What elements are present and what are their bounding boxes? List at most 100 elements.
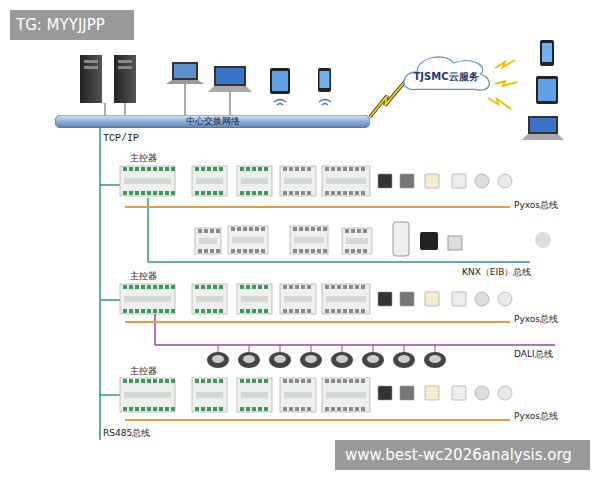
- downlight: [305, 355, 317, 363]
- device-part: [311, 249, 315, 253]
- device-part: [301, 309, 305, 313]
- device-part: [153, 407, 157, 411]
- downlight: [331, 352, 353, 368]
- device-part: [351, 229, 355, 233]
- device-part: [171, 379, 175, 383]
- device-part: [325, 191, 329, 195]
- device-part: [159, 407, 163, 411]
- device-part: [219, 309, 223, 313]
- device-part: [351, 249, 355, 253]
- device-part: [331, 191, 335, 195]
- panel: [393, 222, 409, 256]
- device-part: [147, 191, 151, 195]
- device-part: [295, 407, 299, 411]
- device-part: [323, 249, 327, 253]
- module: [120, 378, 175, 412]
- device-part: [361, 191, 365, 195]
- watermark: TG: MYYJJPP: [16, 16, 105, 34]
- device-part: [284, 178, 312, 184]
- device-part: [165, 309, 169, 313]
- downlight: [424, 352, 446, 368]
- sensor: [378, 292, 392, 306]
- canvas: [28, 40, 592, 440]
- device-part: [147, 167, 151, 171]
- device-part: [135, 379, 139, 383]
- device-part: [210, 229, 214, 233]
- bus-label: DALI总线: [514, 348, 553, 361]
- sensor: [498, 386, 512, 400]
- sensor: [425, 292, 439, 306]
- device-part: [207, 285, 211, 289]
- device-part: [249, 227, 253, 231]
- device-part: [171, 309, 175, 313]
- device-part: [201, 379, 205, 383]
- device-part: [293, 249, 297, 253]
- device-part: [289, 167, 293, 171]
- device-part: [295, 379, 299, 383]
- device-part: [258, 285, 262, 289]
- device-part: [198, 249, 202, 253]
- device-part: [195, 379, 199, 383]
- device-part: [129, 285, 133, 289]
- device-part: [246, 167, 250, 171]
- device-part: [240, 407, 244, 411]
- device-part: [295, 309, 299, 313]
- device-part: [147, 285, 151, 289]
- module: [280, 284, 316, 314]
- device-part: [355, 167, 359, 171]
- bus-label: 主控器: [130, 152, 157, 165]
- device-part: [326, 296, 366, 302]
- sensor: [452, 292, 466, 306]
- device-part: [153, 191, 157, 195]
- sensor: [378, 386, 392, 400]
- device-part: [231, 227, 235, 231]
- device-part: [283, 309, 287, 313]
- device-part: [195, 309, 199, 313]
- device-part: [258, 407, 262, 411]
- device-part: [246, 309, 250, 313]
- device-part: [159, 309, 163, 313]
- downlight: [336, 355, 348, 363]
- device-part: [264, 379, 268, 383]
- device-part: [311, 345, 312, 352]
- device-part: [283, 379, 287, 383]
- device-part: [159, 379, 163, 383]
- device-part: [123, 285, 127, 289]
- device-part: [355, 407, 359, 411]
- device-part: [349, 379, 353, 383]
- device-part: [165, 379, 169, 383]
- device-part: [325, 285, 329, 289]
- bolt: [370, 78, 408, 117]
- device-part: [337, 309, 341, 313]
- device-part: [283, 167, 287, 171]
- device-part: [361, 167, 365, 171]
- device-part: [261, 249, 265, 253]
- module: [120, 166, 175, 196]
- device-part: [124, 296, 171, 302]
- device-part: [129, 379, 133, 383]
- panel: [420, 232, 438, 250]
- device-part: [201, 191, 205, 195]
- device-part: [349, 167, 353, 171]
- module: [120, 284, 175, 314]
- device-part: [246, 285, 250, 289]
- device-part: [124, 392, 171, 398]
- node-text: TJSMC云服务: [413, 64, 478, 84]
- wireless-link: [370, 78, 408, 117]
- device-part: [435, 345, 436, 352]
- device-part: [240, 379, 244, 383]
- device-part: [323, 227, 327, 231]
- device-part: [361, 379, 365, 383]
- sensor: [498, 174, 512, 188]
- device-part: [195, 407, 199, 411]
- downlight: [238, 352, 260, 368]
- device-part: [355, 309, 359, 313]
- device-part: [325, 309, 329, 313]
- device-part: [404, 345, 405, 352]
- sensor: [452, 386, 466, 400]
- remote-devices: [488, 40, 564, 140]
- bus-label: RS485总线: [103, 427, 150, 440]
- device-part: [195, 191, 199, 195]
- downlight: [362, 352, 384, 368]
- device-part: [123, 407, 127, 411]
